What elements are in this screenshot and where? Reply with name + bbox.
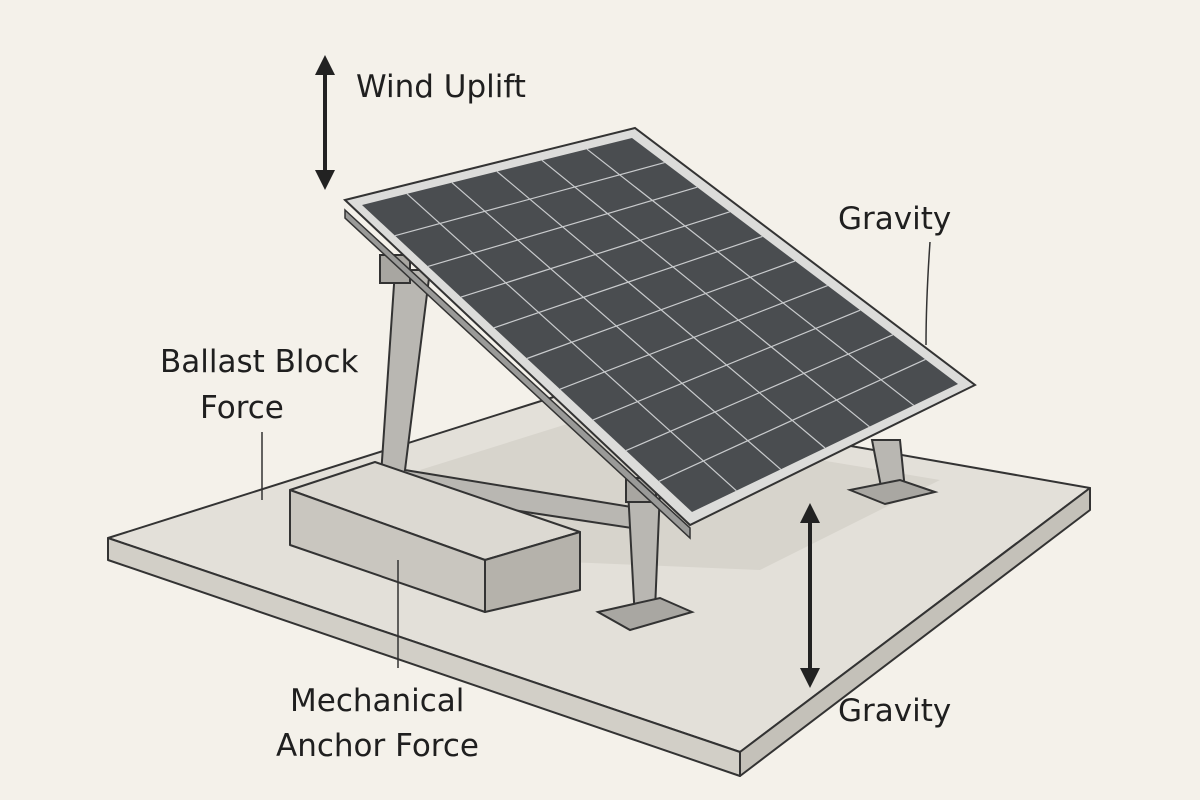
gravity-bottom-label: Gravity bbox=[838, 693, 952, 729]
anchor-label-line1: Mechanical bbox=[290, 683, 465, 719]
panel-cell-line bbox=[625, 334, 894, 452]
panel-cell-line bbox=[460, 211, 730, 298]
ballast-label-line2: Force bbox=[200, 390, 284, 426]
wind-uplift-label: Wind Uplift bbox=[356, 69, 526, 105]
gravity-top-label: Gravity bbox=[838, 201, 952, 237]
panel-cell-line bbox=[592, 309, 861, 421]
gravity-arrow bbox=[800, 503, 820, 688]
solar-panel[interactable] bbox=[342, 126, 977, 540]
panel-cell-line bbox=[559, 285, 828, 390]
panel-cell-line bbox=[493, 235, 763, 329]
panel-cell-line bbox=[427, 186, 698, 267]
ballast-label-line1: Ballast Block bbox=[160, 344, 359, 380]
panel-cell-line bbox=[526, 260, 796, 360]
ballast-block bbox=[289, 461, 581, 613]
right-support-leg bbox=[846, 439, 939, 506]
wind-uplift-arrow bbox=[315, 55, 335, 190]
gravity-top-leader-line bbox=[925, 241, 931, 346]
anchor-label-line2: Anchor Force bbox=[276, 728, 479, 764]
panel-cell-line bbox=[394, 162, 665, 237]
panel-cell-line bbox=[658, 358, 926, 482]
